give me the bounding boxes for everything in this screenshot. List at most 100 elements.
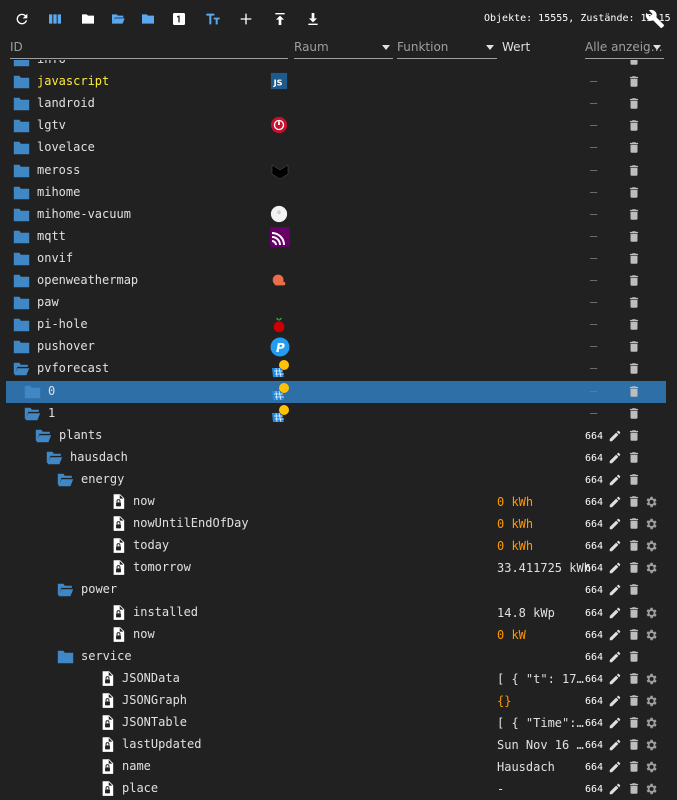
trash-icon[interactable] xyxy=(627,406,641,421)
state-row[interactable]: JSONGraph{}664 xyxy=(0,690,677,712)
trash-icon[interactable] xyxy=(627,185,641,200)
edit-icon[interactable] xyxy=(608,472,622,487)
folder-row[interactable]: meross— xyxy=(0,160,677,182)
folder-row[interactable]: 0— xyxy=(6,380,666,403)
edit-icon[interactable] xyxy=(608,494,622,509)
file-lock-icon[interactable] xyxy=(101,670,118,686)
upload-icon[interactable] xyxy=(270,9,290,29)
add-icon[interactable] xyxy=(236,9,256,29)
download-icon[interactable] xyxy=(303,9,323,29)
edit-icon[interactable] xyxy=(608,781,622,796)
gear-icon[interactable] xyxy=(644,781,658,796)
folder-icon[interactable] xyxy=(13,339,30,354)
trash-icon[interactable] xyxy=(627,693,641,708)
trash-icon[interactable] xyxy=(627,649,641,664)
gear-icon[interactable] xyxy=(644,693,658,708)
state-row[interactable]: JSONData[ { "t": 17…664 xyxy=(0,668,677,690)
edit-icon[interactable] xyxy=(608,582,622,597)
gear-icon[interactable] xyxy=(644,494,658,509)
gear-icon[interactable] xyxy=(644,516,658,531)
trash-icon[interactable] xyxy=(627,251,641,266)
gear-icon[interactable] xyxy=(644,538,658,553)
folder-row[interactable]: onvif— xyxy=(0,248,677,270)
trash-icon[interactable] xyxy=(627,737,641,752)
state-row[interactable]: place-664 xyxy=(0,778,677,800)
edit-icon[interactable] xyxy=(608,450,622,465)
state-value[interactable]: [ { "Time":… xyxy=(497,716,584,730)
edit-icon[interactable] xyxy=(608,759,622,774)
folder-icon[interactable] xyxy=(13,229,30,244)
folder-closed-icon[interactable] xyxy=(138,9,158,29)
trash-icon[interactable] xyxy=(627,207,641,222)
folder-icon[interactable] xyxy=(24,384,41,398)
edit-icon[interactable] xyxy=(608,693,622,708)
state-value[interactable]: 0 kW xyxy=(497,627,526,642)
file-lock-icon[interactable] xyxy=(112,516,129,531)
refresh-icon[interactable] xyxy=(12,9,32,29)
folder-icon[interactable] xyxy=(13,207,30,221)
folder-icon[interactable] xyxy=(13,140,30,155)
gear-icon[interactable] xyxy=(644,605,658,620)
trash-icon[interactable] xyxy=(627,384,641,399)
trash-icon[interactable] xyxy=(627,605,641,620)
folder-row[interactable]: mihome— xyxy=(0,182,677,204)
trash-icon[interactable] xyxy=(627,582,641,597)
show-all-filter-select[interactable]: Alle anzeig… xyxy=(585,38,664,59)
folder-icon[interactable] xyxy=(13,96,30,111)
folder-open-icon[interactable] xyxy=(35,428,52,442)
trash-icon[interactable] xyxy=(627,759,641,774)
trash-icon[interactable] xyxy=(627,627,641,642)
file-lock-icon[interactable] xyxy=(112,626,129,642)
folder-open-icon[interactable] xyxy=(108,9,128,29)
trash-icon[interactable] xyxy=(627,361,641,376)
trash-icon[interactable] xyxy=(627,96,641,111)
edit-icon[interactable] xyxy=(608,627,622,642)
gear-icon[interactable] xyxy=(644,560,658,575)
folder-row[interactable]: openweathermap— xyxy=(0,270,677,292)
folder-row[interactable]: mqtt— xyxy=(0,226,677,248)
number-one-icon[interactable] xyxy=(169,9,189,29)
edit-icon[interactable] xyxy=(608,605,622,620)
state-value[interactable]: 33.411725 kWh xyxy=(497,561,591,576)
folder-icon[interactable] xyxy=(13,118,30,133)
folder-row[interactable]: paw— xyxy=(0,292,677,314)
trash-icon[interactable] xyxy=(627,715,641,730)
file-lock-icon[interactable] xyxy=(101,715,118,730)
folder-icon[interactable] xyxy=(13,295,30,310)
trash-icon[interactable] xyxy=(627,538,641,553)
edit-icon[interactable] xyxy=(608,538,622,553)
edit-icon[interactable] xyxy=(608,715,622,730)
gear-icon[interactable] xyxy=(644,759,658,774)
folder-icon[interactable] xyxy=(13,185,30,199)
folder-row[interactable]: pvforecast— xyxy=(0,358,677,380)
folder-open-icon[interactable] xyxy=(57,472,74,487)
gear-icon[interactable] xyxy=(644,715,658,730)
gear-icon[interactable] xyxy=(644,737,658,752)
state-value[interactable]: Sun Nov 16 … xyxy=(497,738,584,753)
file-lock-icon[interactable] xyxy=(101,737,118,752)
state-value[interactable]: - xyxy=(497,782,505,797)
edit-icon[interactable] xyxy=(608,737,622,752)
trash-icon[interactable] xyxy=(627,317,641,332)
folder-open-icon[interactable] xyxy=(46,450,63,465)
folder-row[interactable]: 1— xyxy=(0,403,677,425)
trash-icon[interactable] xyxy=(627,516,641,531)
folder-row[interactable]: mihome-vacuum— xyxy=(0,204,677,226)
folder-icon[interactable] xyxy=(13,60,30,67)
edit-icon[interactable] xyxy=(608,516,622,531)
edit-icon[interactable] xyxy=(608,560,622,575)
folder-icon[interactable] xyxy=(13,251,30,266)
trash-icon[interactable] xyxy=(627,339,641,354)
folder-icon[interactable] xyxy=(13,163,30,177)
trash-icon[interactable] xyxy=(627,560,641,575)
